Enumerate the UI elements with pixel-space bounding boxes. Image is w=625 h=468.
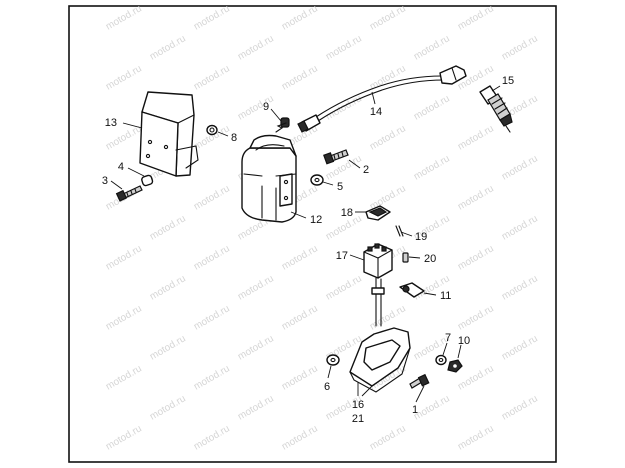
callout-13: 13 xyxy=(105,117,117,129)
part-19-pin xyxy=(395,225,404,237)
part-3-screw xyxy=(115,185,143,202)
part-17-connector xyxy=(363,243,393,279)
callout-6: 6 xyxy=(324,381,330,393)
callout-16: 16 xyxy=(352,399,364,411)
callout-7: 7 xyxy=(445,332,451,344)
part-16-ignition-module xyxy=(349,327,411,393)
part-4-spacer xyxy=(141,174,154,187)
callout-10: 10 xyxy=(458,335,470,347)
callout-8: 8 xyxy=(231,132,237,144)
part-20-screw xyxy=(402,252,409,263)
callout-9: 9 xyxy=(263,101,269,113)
diagram-frame xyxy=(68,5,557,463)
part-7-washer xyxy=(435,354,447,366)
callout-17: 17 xyxy=(336,250,348,262)
part-6-washer xyxy=(326,354,340,366)
part-15-spark-plug xyxy=(479,85,513,133)
callout-2: 2 xyxy=(363,164,369,176)
callout-12: 12 xyxy=(310,214,322,226)
callout-3: 3 xyxy=(102,175,108,187)
wire-harness xyxy=(371,277,385,327)
callout-18: 18 xyxy=(341,207,353,219)
callout-19: 19 xyxy=(415,231,427,243)
part-8-nut xyxy=(206,124,218,136)
part-12-ignition-coil xyxy=(241,134,297,223)
callout-14: 14 xyxy=(370,106,382,118)
part-13-bracket xyxy=(139,91,199,177)
callout-20: 20 xyxy=(424,253,436,265)
part-18-connector-cap xyxy=(365,205,391,221)
callout-1: 1 xyxy=(412,404,418,416)
part-11-terminal xyxy=(399,282,425,298)
part-2-screw xyxy=(323,149,349,165)
part-9-terminal xyxy=(275,117,290,133)
callout-4: 4 xyxy=(118,161,124,173)
part-1-bolt xyxy=(409,373,430,389)
part-14-ht-lead xyxy=(297,65,467,133)
callout-labels: 13 8 4 3 9 2 5 12 14 15 18 19 20 17 11 6… xyxy=(102,75,514,425)
callout-5: 5 xyxy=(337,181,343,193)
callout-15: 15 xyxy=(502,75,514,87)
part-5-washer xyxy=(310,174,324,186)
leader-lines xyxy=(110,85,501,403)
callout-11: 11 xyxy=(440,290,451,302)
part-10-nut xyxy=(447,359,463,373)
callout-21: 21 xyxy=(352,413,364,425)
